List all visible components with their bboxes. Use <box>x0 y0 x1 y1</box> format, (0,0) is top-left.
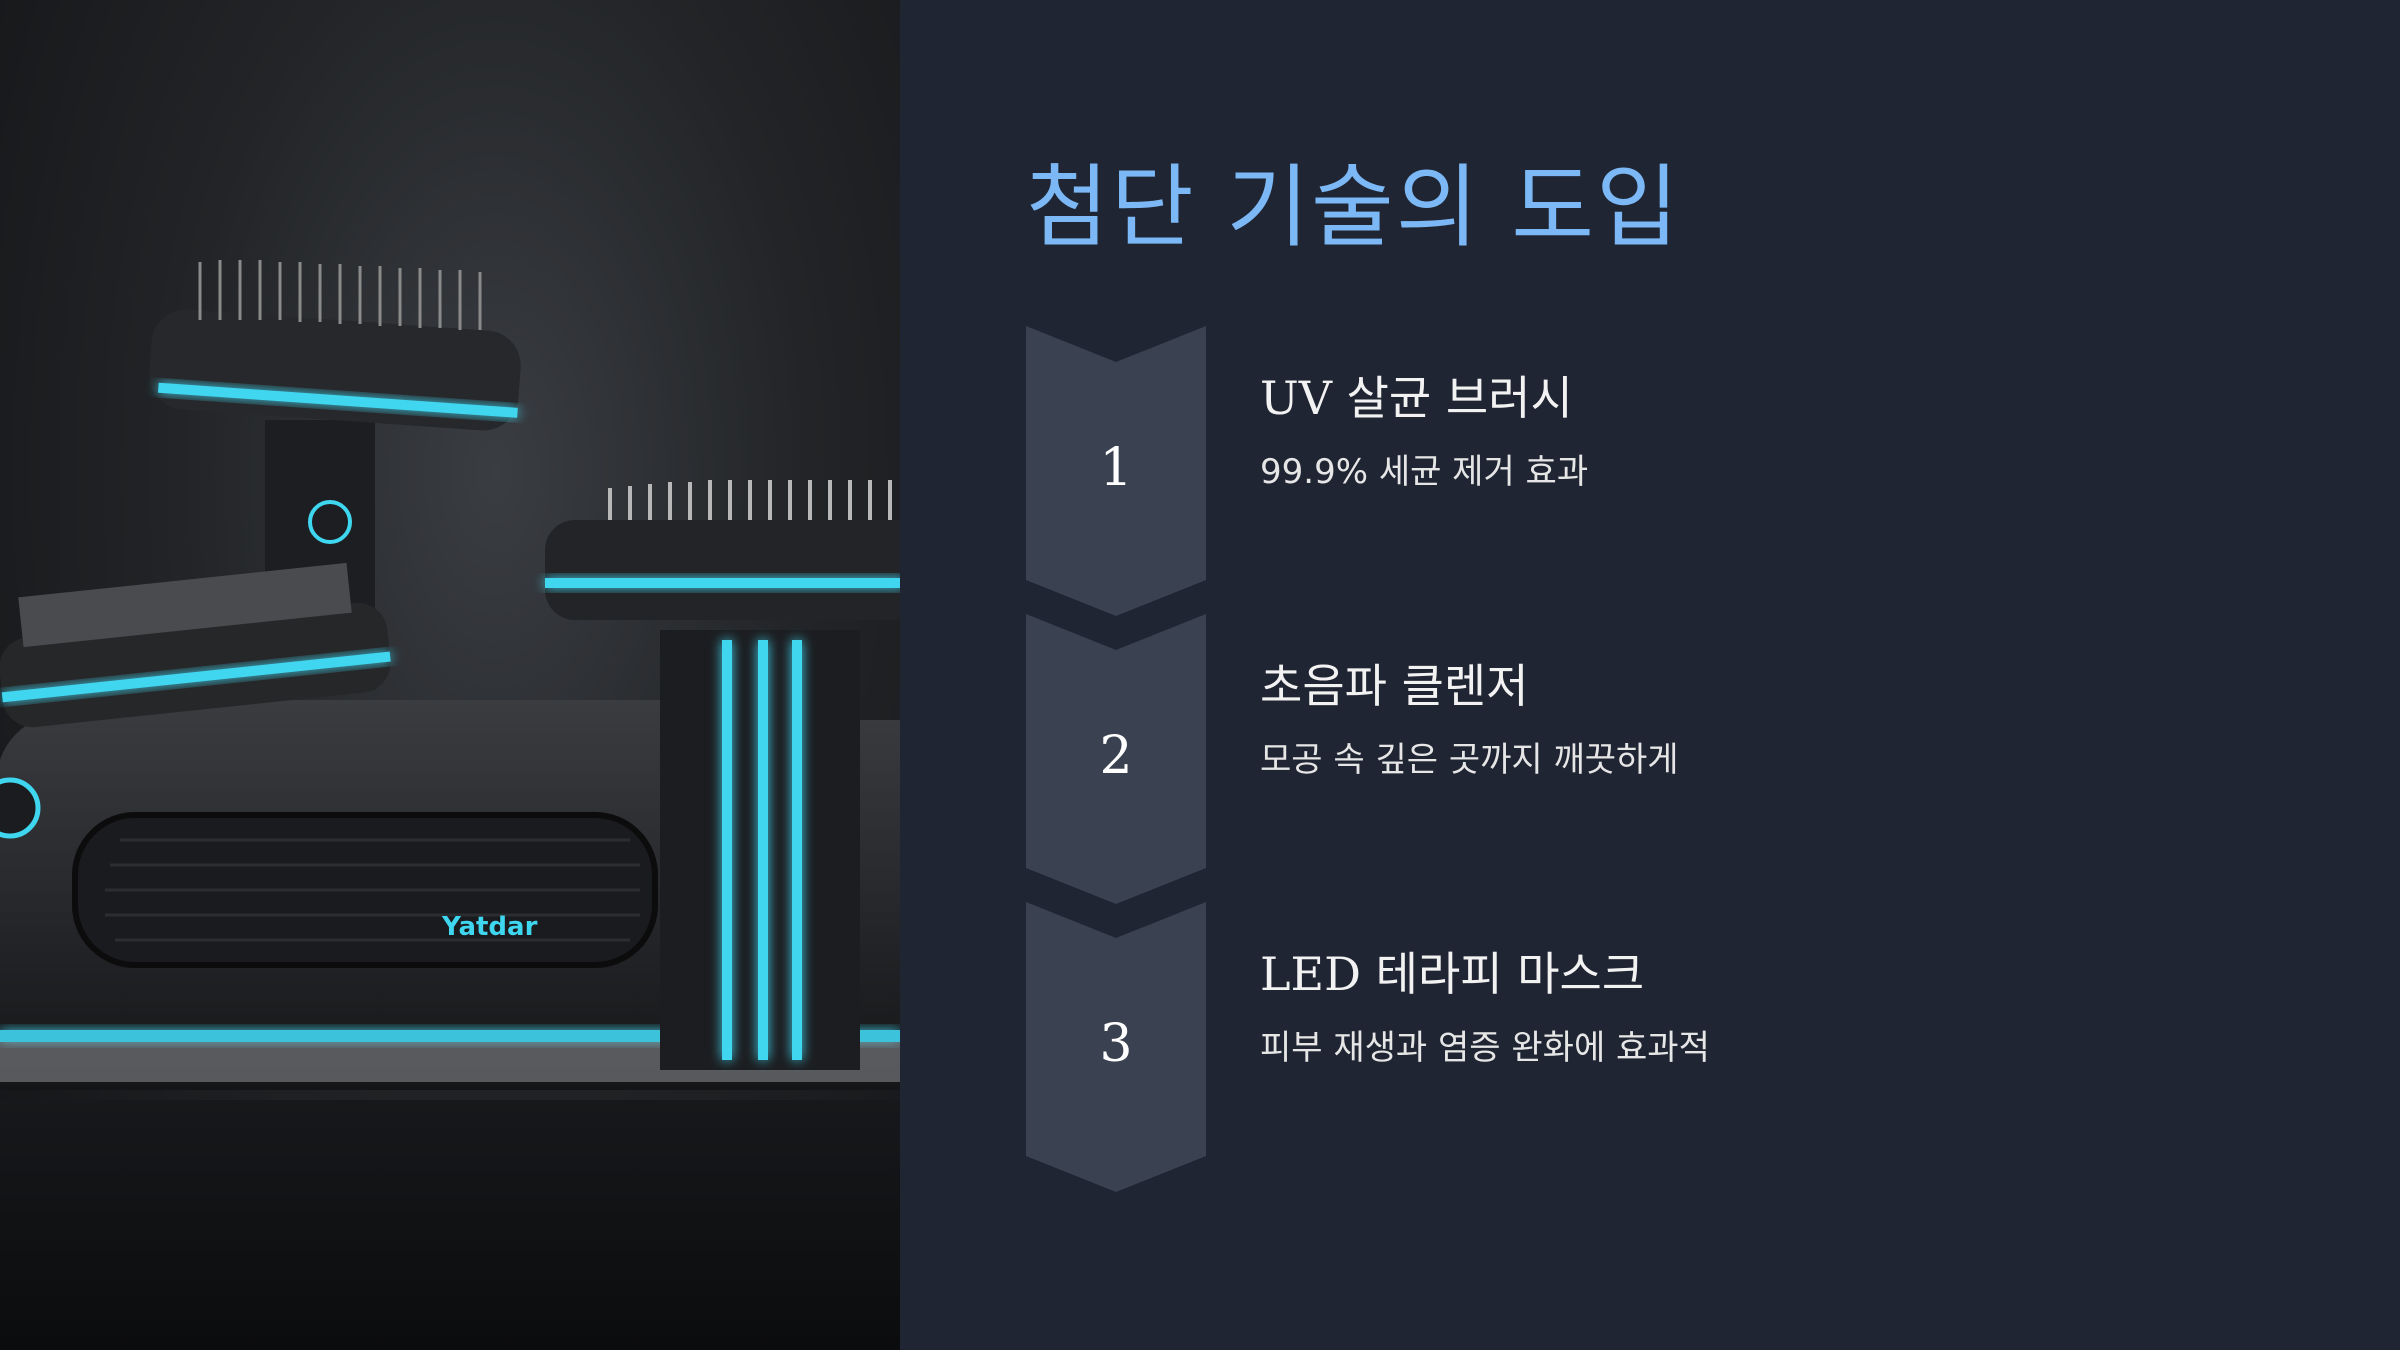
step-description: 모공 속 깊은 곳까지 깨끗하게 <box>1260 740 1679 780</box>
step-3: 3 LED 테라피 마스크 피부 재생과 염증 완화에 효과적 <box>1026 902 2226 1192</box>
step-1: 1 UV 살균 브러시 99.9% 세균 제거 효과 <box>1026 326 2226 616</box>
step-title: LED 테라피 마스크 <box>1260 947 1645 1001</box>
step-title: 초음파 클렌저 <box>1260 659 1529 713</box>
grooming-device-illustration: Yatdar <box>0 260 900 1350</box>
chevron-arrow-icon <box>1026 902 1206 1192</box>
step-2: 2 초음파 클렌저 모공 속 깊은 곳까지 깨끗하게 <box>1026 614 2226 904</box>
chevron-arrow-icon <box>1026 326 1206 616</box>
step-number: 3 <box>1099 1014 1133 1074</box>
step-title: UV 살균 브러시 <box>1260 371 1573 425</box>
product-image: Yatdar <box>0 0 900 1350</box>
brand-logo: Yatdar <box>441 912 538 942</box>
step-description: 99.9% 세균 제거 효과 <box>1260 452 1589 492</box>
step-description: 피부 재생과 염증 완화에 효과적 <box>1260 1028 1710 1068</box>
slide-title: 첨단 기술의 도입 <box>1026 155 1681 260</box>
chevron-arrow-icon <box>1026 614 1206 904</box>
step-number: 2 <box>1099 726 1133 786</box>
step-number: 1 <box>1099 438 1133 498</box>
content-panel: 첨단 기술의 도입 1 UV 살균 브러시 99.9% 세균 제거 효과 2 초… <box>900 0 2400 1350</box>
